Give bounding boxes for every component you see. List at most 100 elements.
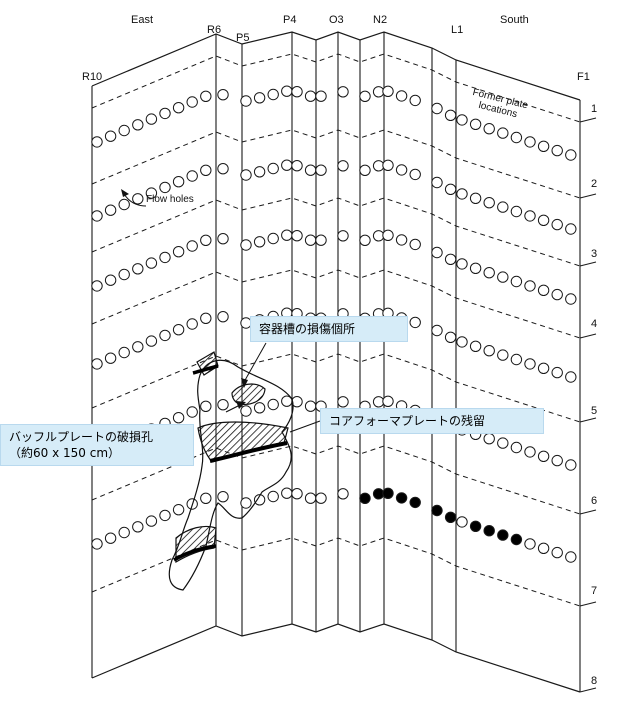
flow-hole bbox=[291, 488, 303, 500]
flow-hole bbox=[551, 546, 563, 559]
panel-label-n2: N2 bbox=[373, 14, 388, 26]
flow-holes-label: Flow holes bbox=[146, 194, 194, 205]
flow-hole bbox=[409, 94, 421, 107]
flow-hole bbox=[456, 114, 468, 126]
panel-label-l1: L1 bbox=[451, 24, 464, 36]
flow-hole bbox=[145, 187, 158, 199]
panel-label-o3: O3 bbox=[329, 14, 344, 26]
damage-hatch-baffle-hole bbox=[197, 421, 289, 463]
flow-hole bbox=[118, 526, 130, 539]
flow-hole bbox=[104, 204, 117, 216]
flow-hole bbox=[444, 183, 457, 196]
flow-hole bbox=[372, 160, 385, 172]
flow-hole bbox=[186, 170, 198, 182]
flow-hole bbox=[145, 257, 158, 269]
flow-hole bbox=[359, 492, 371, 504]
flow-hole bbox=[456, 188, 468, 200]
direction-east: East bbox=[131, 14, 154, 26]
direction-south: South bbox=[500, 14, 529, 26]
flow-hole bbox=[267, 398, 279, 411]
flow-hole bbox=[469, 340, 482, 352]
flow-hole bbox=[145, 335, 158, 347]
flow-hole bbox=[510, 441, 523, 454]
flow-hole bbox=[483, 433, 495, 445]
flow-hole bbox=[118, 268, 130, 281]
flow-hole bbox=[497, 349, 509, 361]
former-plate-line-4 bbox=[91, 269, 581, 339]
flow-hole bbox=[281, 85, 293, 97]
flow-hole bbox=[444, 109, 457, 122]
flow-hole bbox=[304, 164, 317, 176]
flow-hole bbox=[159, 181, 171, 194]
flow-hole bbox=[537, 362, 550, 374]
flow-hole bbox=[382, 487, 394, 499]
level-label-8: 8 bbox=[591, 675, 598, 687]
flow-hole bbox=[291, 86, 303, 98]
level-label-3: 3 bbox=[591, 248, 598, 260]
core-remnant-leader bbox=[289, 420, 321, 433]
flow-hole bbox=[253, 494, 266, 506]
flow-hole bbox=[159, 251, 171, 264]
flow-hole bbox=[431, 176, 443, 189]
level-label-4: 4 bbox=[591, 318, 598, 330]
flow-hole bbox=[91, 358, 103, 370]
flow-hole bbox=[382, 159, 394, 172]
flow-hole bbox=[551, 454, 563, 467]
flow-hole bbox=[444, 331, 457, 343]
flow-hole bbox=[145, 515, 158, 527]
level-label-1: 1 bbox=[591, 103, 598, 115]
flow-hole bbox=[132, 193, 144, 205]
flow-hole bbox=[315, 234, 327, 246]
flow-hole bbox=[159, 329, 171, 342]
flow-hole bbox=[267, 490, 279, 503]
flow-hole bbox=[483, 123, 495, 135]
flow-hole bbox=[551, 288, 563, 301]
flow-hole bbox=[91, 136, 103, 148]
level-tick-3 bbox=[579, 261, 597, 267]
baffle-hole-callout-line2: （約60 x 150 cm） bbox=[9, 446, 121, 460]
flow-hole bbox=[186, 96, 198, 108]
flow-hole bbox=[565, 293, 577, 305]
flow-hole bbox=[382, 229, 394, 242]
flow-hole bbox=[253, 92, 266, 104]
flow-hole bbox=[186, 240, 198, 252]
flow-hole bbox=[337, 86, 349, 98]
flow-hole bbox=[217, 233, 229, 245]
flow-hole bbox=[145, 113, 158, 125]
flow-hole bbox=[456, 336, 468, 348]
former-plate-lines bbox=[91, 53, 597, 693]
flow-hole bbox=[337, 488, 349, 500]
flow-hole bbox=[315, 164, 327, 176]
flow-hole bbox=[565, 223, 577, 235]
flow-hole bbox=[359, 90, 371, 103]
flow-hole bbox=[537, 140, 550, 153]
level-label-7: 7 bbox=[591, 585, 598, 597]
damage-areas bbox=[168, 351, 294, 591]
vessel-damage-callout: 容器槽の損傷個所 bbox=[250, 316, 408, 342]
flow-hole bbox=[359, 164, 371, 177]
flow-hole bbox=[537, 450, 550, 462]
flow-hole bbox=[253, 402, 266, 414]
flow-hole bbox=[304, 492, 317, 504]
flow-hole bbox=[240, 239, 252, 251]
flow-hole bbox=[217, 163, 229, 175]
damage-edge-upper bbox=[192, 364, 219, 375]
flow-hole bbox=[372, 488, 385, 500]
flow-hole bbox=[469, 118, 482, 131]
damage-hatch-small bbox=[231, 383, 266, 405]
level-label-6: 6 bbox=[591, 495, 598, 507]
former-plate-line-3 bbox=[91, 197, 581, 267]
flow-hole bbox=[132, 521, 144, 533]
flow-hole bbox=[104, 352, 117, 364]
damage-edge-lower bbox=[173, 544, 217, 562]
flow-hole bbox=[497, 127, 509, 139]
flow-hole bbox=[510, 353, 523, 366]
level-tick-6 bbox=[579, 509, 597, 515]
flow-hole bbox=[200, 234, 212, 247]
core-remnant-callout-text: コアフォーマプレートの残留 bbox=[329, 414, 486, 428]
flow-hole bbox=[91, 210, 103, 222]
panel-label-p5: P5 bbox=[236, 32, 250, 44]
panel-label-r6: R6 bbox=[207, 24, 222, 36]
hole-direction-arrowhead bbox=[236, 401, 246, 409]
